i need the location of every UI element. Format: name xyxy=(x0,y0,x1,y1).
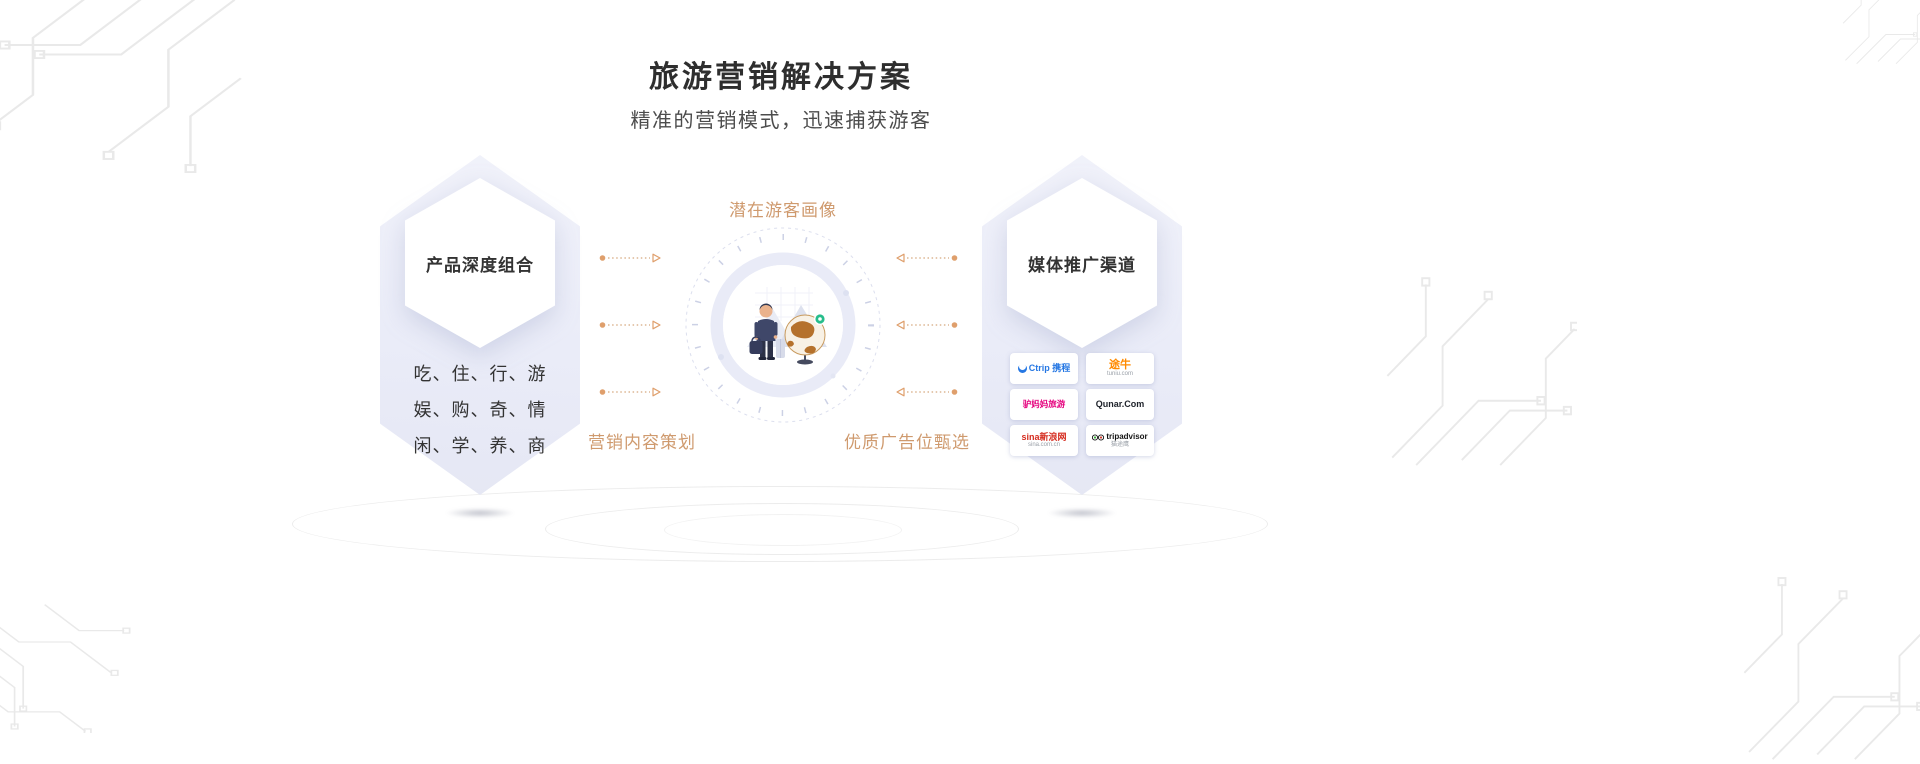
lvmama-logo: 驴妈妈旅游 xyxy=(1010,389,1078,420)
product-line: 闲、学、养、商 xyxy=(413,436,547,456)
flow-arrow-left-middle xyxy=(599,320,661,330)
product-combination-title: 产品深度组合 xyxy=(426,255,534,275)
circuit-pattern-top-right xyxy=(1842,0,1920,65)
flow-arrow-left-bottom xyxy=(599,387,661,397)
flow-arrow-right-middle xyxy=(896,320,958,330)
product-line: 吃、住、行、游 xyxy=(413,364,547,384)
tuniu-logo: 途牛 tuniu.com xyxy=(1086,353,1154,384)
page-title: 旅游营销解决方案 xyxy=(649,61,913,94)
circuit-pattern-bottom-left xyxy=(0,603,131,733)
product-combination-list: 吃、住、行、游 娱、购、奇、情 闲、学、养、商 xyxy=(380,356,580,464)
product-line: 娱、购、奇、情 xyxy=(413,400,547,420)
product-combination-hexagon: 产品深度组合 xyxy=(405,178,555,348)
flow-arrow-right-bottom xyxy=(896,387,958,397)
tripadvisor-logo: tripadvisor 猫途鹰 xyxy=(1086,425,1154,456)
circuit-pattern-top-left xyxy=(0,0,243,174)
floor-ripple-inner xyxy=(664,514,902,546)
media-channels-title: 媒体推广渠道 xyxy=(1028,255,1136,275)
flow-arrow-right-top xyxy=(896,253,958,263)
label-potential-tourist-portrait: 潜在游客画像 xyxy=(729,201,837,220)
circuit-pattern-bottom-right xyxy=(1743,577,1920,761)
qunar-logo: Qunar.Com xyxy=(1086,389,1154,420)
left-card-shadow xyxy=(432,506,528,520)
tripadvisor-owl-icon xyxy=(1092,433,1105,441)
page-subtitle: 精准的营销模式，迅速捕获游客 xyxy=(630,110,932,132)
circuit-pattern-right-middle xyxy=(1386,277,1577,467)
media-channels-hexagon: 媒体推广渠道 xyxy=(1007,178,1157,348)
floor-ripple-outer xyxy=(292,486,1268,562)
floor-ripple-middle xyxy=(545,503,1019,555)
flow-arrow-left-top xyxy=(599,253,661,263)
label-marketing-content-planning: 营销内容策划 xyxy=(588,433,696,452)
ctrip-dolphin-icon xyxy=(1017,362,1027,373)
ctrip-logo: Ctrip 携程 xyxy=(1010,353,1078,384)
right-card-shadow xyxy=(1034,506,1130,520)
traveler-globe-illustration xyxy=(723,265,843,385)
sina-logo: sina新浪网 sina.com.cn xyxy=(1010,425,1078,456)
media-logo-grid: Ctrip 携程 途牛 tuniu.com 驴妈妈旅游 Qunar.Com si… xyxy=(1010,353,1154,456)
label-premium-ad-selection: 优质广告位甄选 xyxy=(844,433,970,452)
